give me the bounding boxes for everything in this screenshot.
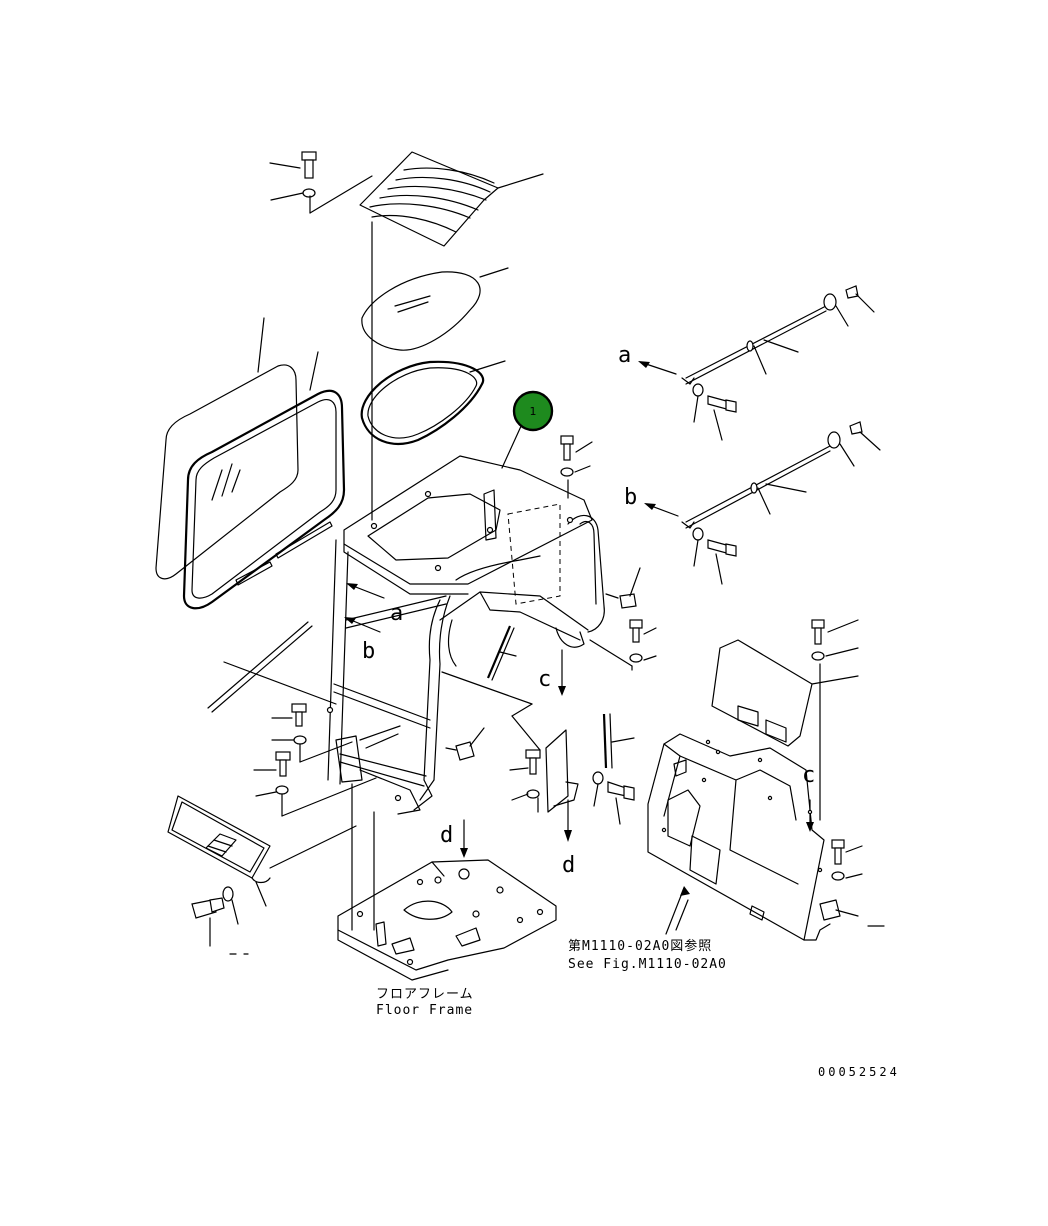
rod-left-long (207, 621, 337, 713)
bolt-cluster-left (253, 703, 377, 817)
label-a-right: a (618, 343, 631, 368)
console-cover-upper (711, 639, 859, 747)
bolt-frame-right (589, 567, 657, 671)
label-d-top: d (440, 823, 453, 848)
label-b-right: b (624, 485, 637, 510)
floor-window-part (167, 795, 357, 955)
floor-frame-part (337, 859, 557, 981)
console-body (647, 733, 831, 941)
part-callout-1[interactable]: 1 (512, 390, 554, 432)
rod-assembly-a (638, 285, 875, 441)
label-a-left: a (390, 601, 403, 626)
bolt-right-upper (560, 435, 593, 499)
roof-seal-part (360, 360, 506, 445)
bolt-center (445, 727, 485, 761)
bracket-plate-center (441, 671, 635, 825)
side-window-frame-part (182, 351, 346, 610)
seal-strip-mid (486, 625, 517, 681)
arrows-left-ab (344, 583, 385, 633)
roof-glass-part (361, 267, 509, 351)
caption-see-fig-jp: 第M1110-02A0図参照 (568, 938, 712, 954)
cab-frame-part (326, 423, 605, 815)
side-glass-part (155, 317, 299, 580)
caption-floor-frame-jp: フロアフレーム (376, 987, 474, 1002)
roof-cover-part (359, 151, 544, 247)
bolt-top-left (269, 151, 373, 214)
caption-see-fig-en: See Fig.M1110-02A0 (568, 957, 727, 972)
label-d-bottom: d (562, 853, 575, 878)
console-bolts-right (811, 619, 885, 927)
caption-floor-frame-en: Floor Frame (376, 1003, 473, 1018)
label-c-right: c (802, 763, 815, 788)
drawing-number: 00052524 (818, 1065, 900, 1079)
label-c-left: c (538, 667, 551, 692)
label-b-left: b (362, 639, 375, 664)
rod-assembly-b (644, 421, 881, 585)
arrows-cd (460, 649, 814, 858)
callout-number: 1 (530, 405, 537, 418)
